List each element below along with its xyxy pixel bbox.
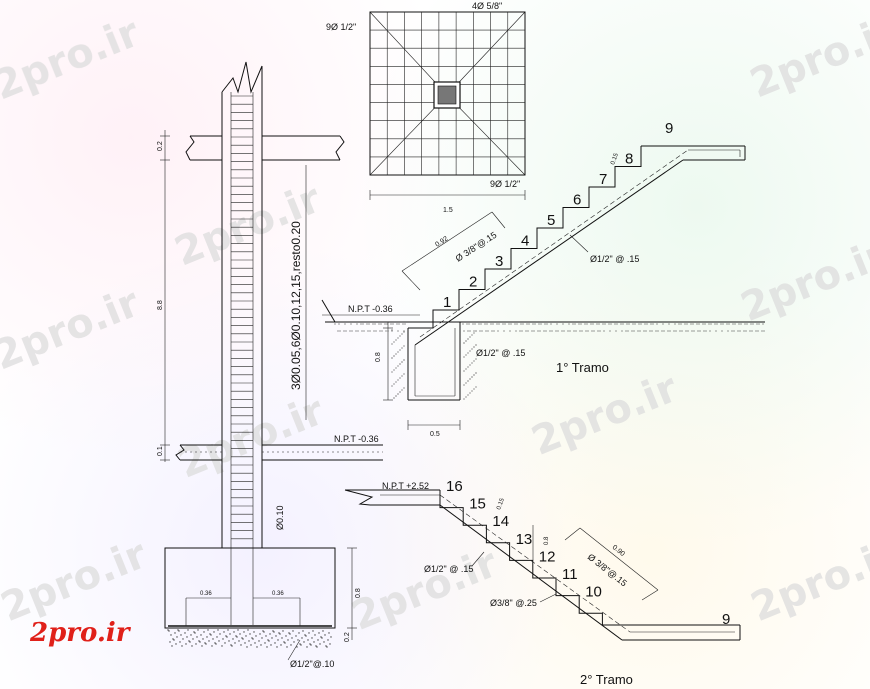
step-number: 12 (539, 548, 556, 565)
watermark: 2pro.ir (745, 531, 870, 631)
watermark: 2pro.ir (744, 7, 870, 107)
step-number: 7 (599, 171, 607, 188)
plan-top-label: 4Ø 5/8" (472, 1, 502, 11)
step-number: 5 (547, 212, 555, 229)
column-top-dim: 0.2 (157, 141, 164, 151)
tramo1-foot-height: 0.8 (375, 352, 382, 362)
tramo2-bar-bottom2: Ø3/8" @.25 (490, 598, 537, 608)
footing-bottom-bars: Ø1/2"@.10 (290, 659, 334, 669)
tramo-1: 0.8 0.5 N.P.T -0.36 1 2 3 4 5 6 7 8 9 0.92 Ø 3/8… (321, 120, 765, 438)
step-number: 8 (625, 151, 633, 168)
tramo1-caption: 1° Tramo (556, 360, 609, 375)
tramo2-length-dim: 0.90 (611, 544, 626, 558)
watermark: 2pro.ir (0, 531, 153, 631)
step-number: 6 (573, 192, 581, 209)
step-number: 4 (521, 233, 529, 250)
tramo1-bar-bottom: Ø1/2" @ .15 (590, 254, 639, 264)
step-number: 11 (562, 566, 578, 583)
footing-plan: 4Ø 5/8" 9Ø 1/2" 9Ø 1/2" 1.5 (326, 1, 526, 214)
watermark: 2pro.ir (169, 176, 328, 276)
column-bar-label: Ø0.10 (275, 505, 285, 530)
watermark: 2pro.ir (735, 231, 870, 331)
column-elevation: 0.2 8.8 0.1 3Ø0.05,6Ø0.10,12,15,resto0.2… (157, 61, 383, 669)
tramo2-riser-dim: 0.15 (496, 497, 506, 511)
tramo2-bar-bottom: Ø1/2" @ .15 (424, 564, 473, 574)
step-number: 13 (516, 531, 533, 548)
step-number: 14 (492, 513, 509, 530)
tramo2-npt: N.P.T +2.52 (382, 481, 429, 491)
watermark: 2pro.ir (172, 388, 331, 488)
tramo2-landing-dim: 0.8 (544, 536, 550, 545)
site-logo: 2pro.ir (30, 618, 130, 648)
step-number: 9 (722, 611, 730, 628)
column-height-dim: 8.8 (157, 300, 164, 310)
step-number: 1 (443, 294, 451, 311)
step-number: 3 (495, 253, 503, 270)
step-number: 2 (469, 274, 477, 291)
footing-dim-left: 0.36 (200, 591, 212, 597)
tramo1-bar-top: Ø 3/8"@.15 (454, 230, 499, 264)
watermark: 2pro.ir (0, 10, 146, 110)
tramo1-foot-width: 0.5 (430, 431, 440, 438)
column-npt: N.P.T -0.36 (334, 434, 379, 444)
step-number: 10 (585, 584, 602, 601)
watermark: 2pro.ir (0, 280, 146, 380)
tramo1-length-dim: 0.92 (434, 235, 449, 248)
footing-dim-right: 0.36 (272, 591, 284, 597)
step-number: 9 (665, 120, 673, 137)
watermark: 2pro.ir (345, 540, 504, 640)
plan-bottom-label: 9Ø 1/2" (490, 179, 520, 189)
step-number: 16 (446, 478, 463, 495)
column-slab-dim: 0.1 (157, 446, 164, 456)
step-number: 15 (469, 496, 486, 513)
watermark: 2pro.ir (525, 365, 684, 465)
tramo1-npt: N.P.T -0.36 (348, 304, 393, 314)
tramo1-riser-dim: 0.15 (610, 152, 620, 166)
plan-left-label: 9Ø 1/2" (326, 22, 356, 32)
stirrup-spec: 3Ø0.05,6Ø0.10,12,15,resto0.20 (289, 221, 303, 390)
tramo2-caption: 2° Tramo (580, 672, 633, 687)
plan-width-dim: 1.5 (443, 207, 453, 214)
footing-height-dim: 0.8 (355, 588, 362, 598)
footing-base-dim: 0.2 (344, 632, 351, 642)
tramo1-bar-footing: Ø1/2" @ .15 (476, 348, 525, 358)
